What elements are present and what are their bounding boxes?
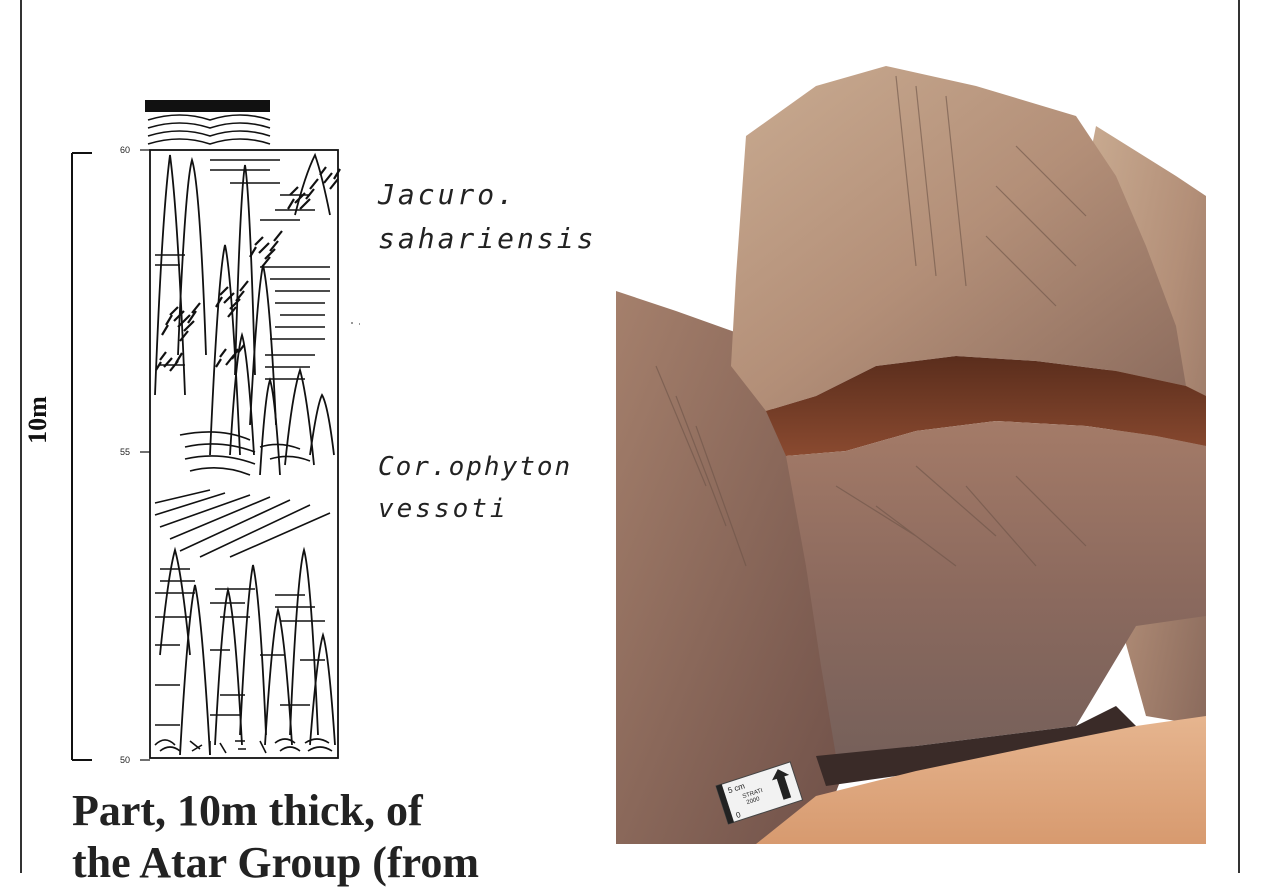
conical-stromatolites [155,155,335,755]
caption-line-2: the Atar Group (from [72,837,479,889]
annotation-jacuto-line1: Jacuro. [378,178,517,211]
laminations [155,160,330,725]
depth-tick-50: 50 [120,755,130,765]
figure-caption: Part, 10m thick, of the Atar Group (from [72,785,479,889]
scale-bracket [72,153,92,760]
stratigraphic-log: 60 55 50 [60,95,360,775]
depth-tick-60: 60 [120,145,130,155]
depth-tick-55: 55 [120,447,130,457]
outcrop-photo: 5 cm STRATI 2000 0 [616,66,1206,844]
thickness-label: 10m [23,396,53,444]
top-cap [145,100,270,112]
annotation-conophyton-line1: Cor.ophyton [378,452,572,482]
top-lamination [148,115,270,144]
annotation-jacuto-line2: sahariensis [378,222,596,255]
caption-line-1: Part, 10m thick, of [72,785,479,837]
annotation-conophyton-line2: vessoti [378,494,509,524]
